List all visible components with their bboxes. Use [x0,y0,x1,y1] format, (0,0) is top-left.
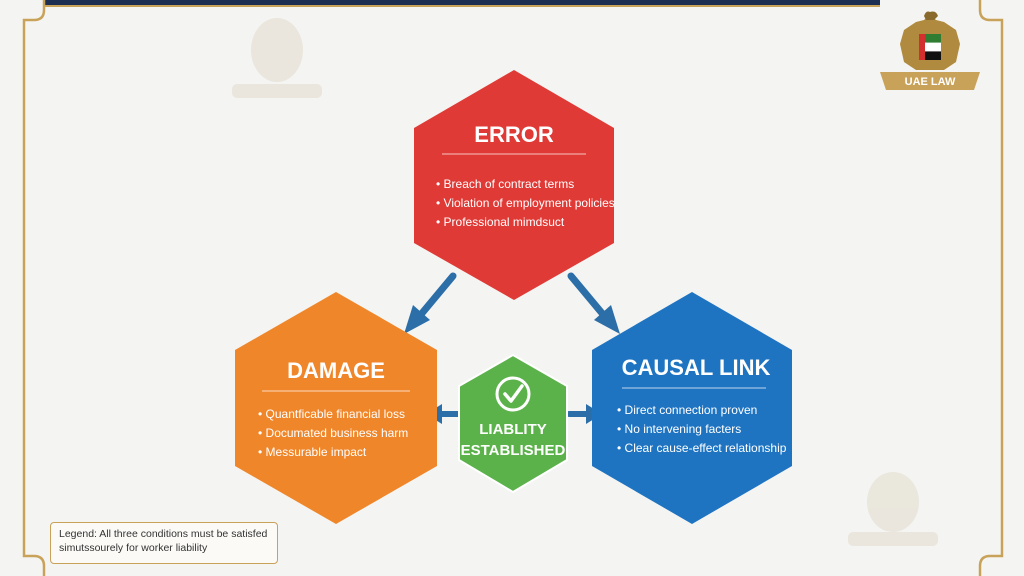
center-line-2: ESTABLISHED [461,442,566,459]
checkmark-icon [495,376,531,412]
arrow-error-to-damage [404,272,457,334]
causal-bullet-2: • No intervening facters [617,422,741,436]
gold-frame [22,0,1004,576]
eagle-watermark-top [232,18,322,98]
top-bar-gold-line [44,5,880,7]
causal-bullet-3: • Clear cause-effect relationship [617,441,787,455]
arrow-error-to-causal [567,272,620,334]
error-hexagon: ERROR • Breach of contract terms • Viola… [414,70,615,300]
damage-title: DAMAGE [287,358,385,383]
center-line-1: LIABLITY [479,421,547,438]
damage-bullet-3: • Messurable impact [258,445,367,459]
eagle-watermark-bottom [848,472,938,546]
causal-link-title: CAUSAL LINK [622,355,771,380]
error-bullet-3: • Professional mimdsuct [436,215,565,229]
damage-bullet-2: • Documated business harm [258,426,408,440]
damage-bullet-1: • Quantficable financial loss [258,407,405,421]
logo-text: UAE LAW [905,76,956,88]
causal-bullet-1: • Direct connection proven [617,403,757,417]
error-title: ERROR [474,122,554,147]
eagle-icon [900,11,960,70]
error-bullet-1: • Breach of contract terms [436,177,574,191]
top-bar [44,0,880,5]
legend-line-2: simutssourely for worker liability [59,542,208,554]
causal-link-hexagon-shape [592,292,792,524]
center-hexagon-shape [458,353,568,494]
damage-hexagon: DAMAGE • Quantficable financial loss • D… [235,292,437,524]
causal-link-hexagon: CAUSAL LINK • Direct connection proven •… [592,292,792,524]
legend-line-1: Legend: All three conditions must be sat… [59,528,268,540]
legend-box: Legend: All three conditions must be sat… [50,522,278,564]
error-bullet-2: • Violation of employment policies [436,196,615,210]
liability-established-hexagon: LIABLITY ESTABLISHED [458,353,568,494]
uae-law-logo: UAE LAW [880,11,980,90]
damage-hexagon-shape [235,292,437,524]
error-hexagon-shape [414,70,614,300]
